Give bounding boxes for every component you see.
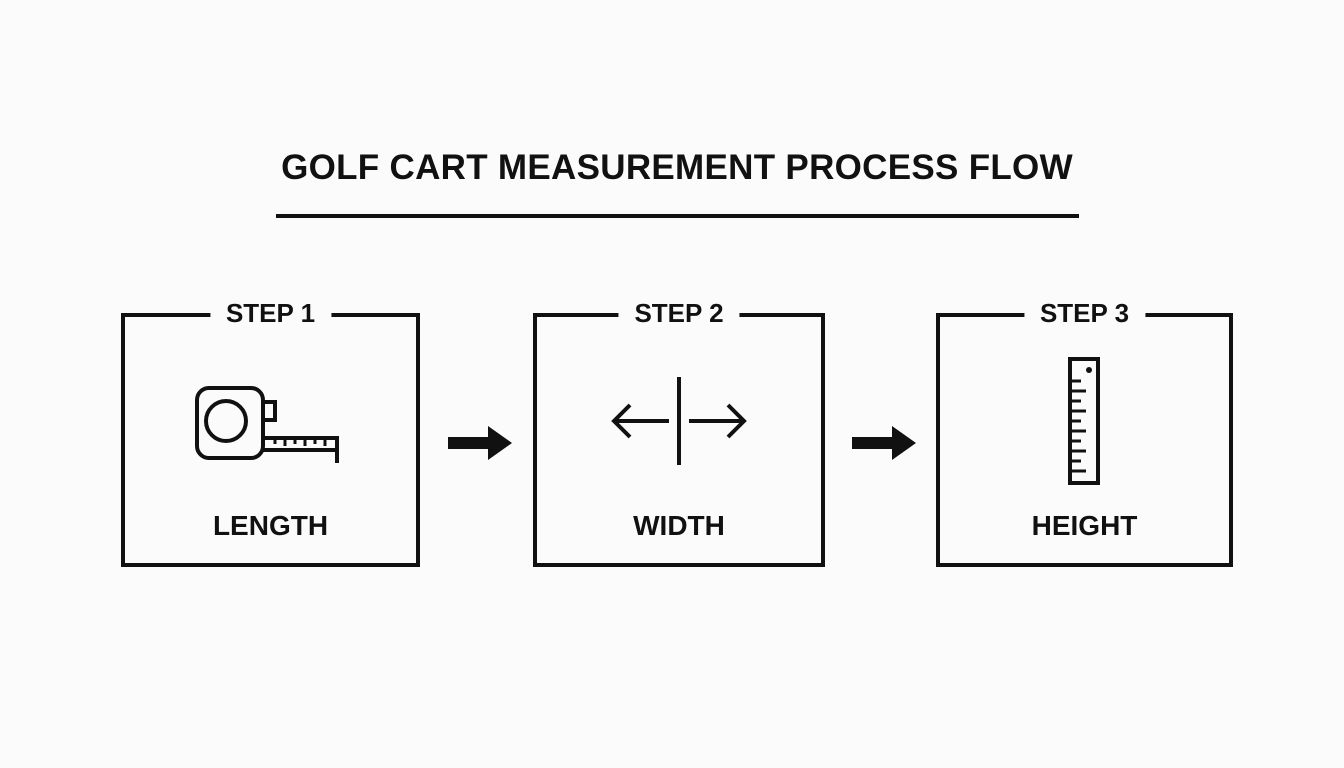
tape-measure-icon — [125, 355, 416, 491]
step-3-box: STEP 3 HEIGHT — [936, 296, 1233, 567]
diagram-title: GOLF CART MEASUREMENT PROCESS FLOW — [281, 148, 1073, 187]
step-2-label: STEP 2 — [618, 296, 740, 330]
step-3-label: STEP 3 — [1023, 296, 1146, 330]
title-underline — [276, 214, 1079, 218]
right-arrow-icon — [448, 423, 514, 463]
step-1-box: STEP 1 LENGTH — [121, 296, 420, 567]
step-2-box: STEP 2 WIDTH — [533, 296, 825, 567]
right-arrow-icon — [852, 423, 918, 463]
step-3-caption: HEIGHT — [1031, 510, 1138, 541]
step-1-label: STEP 1 — [209, 296, 332, 330]
ruler-icon — [940, 355, 1229, 491]
step-1-caption: LENGTH — [212, 510, 329, 541]
width-arrows-icon — [537, 355, 821, 491]
step-2-caption: WIDTH — [633, 510, 725, 541]
